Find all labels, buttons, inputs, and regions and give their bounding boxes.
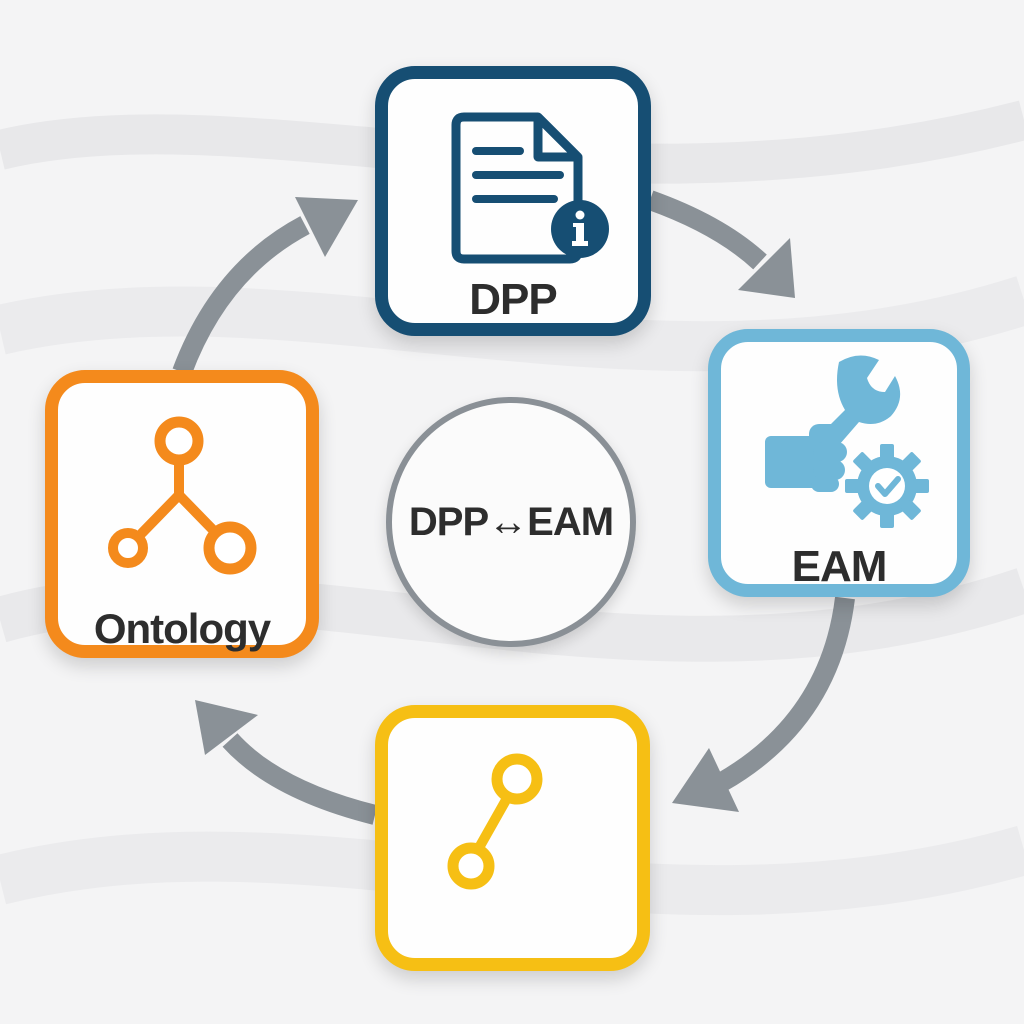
ontology-label: Ontology: [93, 605, 271, 652]
arrow-eam-to-link: [717, 596, 855, 791]
eam-node: EAM: [708, 329, 970, 597]
arrowhead-dpp: [295, 197, 358, 257]
arrow-link-to-ontology: [222, 733, 378, 825]
link-nodes-icon: [447, 753, 543, 890]
maintenance-wrench-gear-icon: [765, 355, 929, 528]
arrowhead-ontology: [195, 700, 258, 755]
arrowhead-link: [672, 748, 739, 812]
link-node: [375, 705, 650, 971]
center-label: DPP↔EAM: [408, 499, 614, 544]
dpp-label: DPP: [469, 275, 557, 324]
ontology-graph-icon: [108, 416, 257, 575]
arrow-dpp-to-eam: [646, 190, 767, 270]
eam-label: EAM: [791, 542, 888, 591]
ontology-node: Ontology: [45, 370, 319, 658]
dpp-node: DPP: [375, 66, 651, 336]
center-circle: DPP↔EAM: [386, 397, 636, 647]
arrowhead-eam: [738, 238, 795, 298]
arrow-ontology-to-dpp: [172, 216, 310, 376]
document-info-icon: [451, 112, 609, 264]
